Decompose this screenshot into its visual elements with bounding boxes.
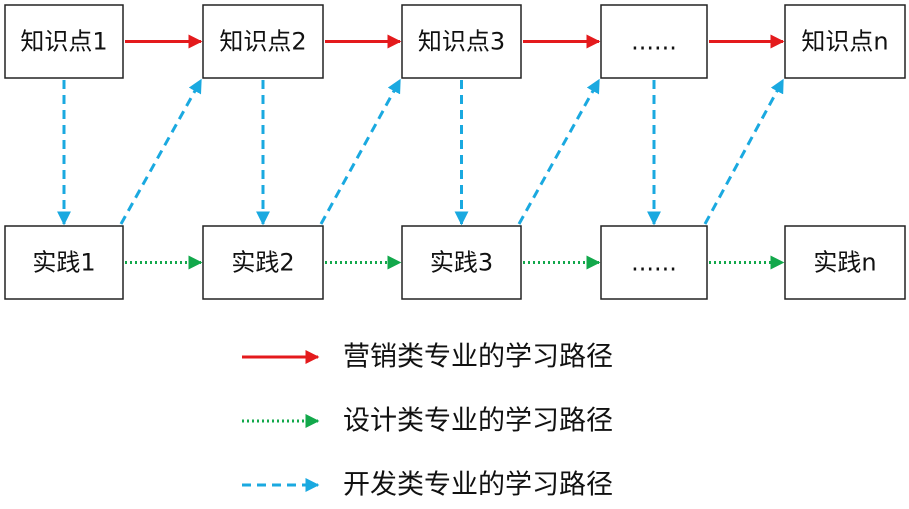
practice-node-3-box bbox=[401, 225, 522, 300]
practice-node-2-label: 实践2 bbox=[231, 249, 294, 277]
practice-node-2: 实践2 bbox=[202, 225, 324, 300]
knowledge-node-2: 知识点2 bbox=[202, 4, 324, 79]
knowledge-node-4-box bbox=[600, 4, 708, 79]
knowledge-node-2-label: 知识点2 bbox=[219, 28, 306, 56]
development-path-diagonal-arrow-2 bbox=[319, 78, 402, 225]
nodes-layer: 知识点1 知识点2 知识点3...... 知识点n 实践1 实践2 实践3...... 实践n bbox=[4, 4, 906, 300]
practice-node-5-box bbox=[784, 225, 906, 300]
knowledge-node-3: 知识点3 bbox=[401, 4, 522, 79]
knowledge-node-4-label: ...... bbox=[631, 28, 677, 56]
practice-node-1: 实践1 bbox=[4, 225, 124, 300]
legend-item-3: 开发类专业的学习路径 bbox=[242, 470, 613, 501]
knowledge-node-2-box bbox=[202, 4, 324, 79]
practice-node-1-label: 实践1 bbox=[32, 249, 95, 277]
legend-item-2: 设计类专业的学习路径 bbox=[242, 406, 613, 437]
knowledge-node-4: ...... bbox=[600, 4, 708, 79]
knowledge-node-1-box bbox=[4, 4, 124, 79]
practice-node-5-label: 实践n bbox=[813, 249, 876, 277]
development-path-diagonal-arrow-4 bbox=[703, 78, 785, 225]
practice-node-4-box bbox=[600, 225, 708, 300]
legend-label-2: 设计类专业的学习路径 bbox=[343, 406, 613, 437]
knowledge-node-3-box bbox=[401, 4, 522, 79]
legend-item-1: 营销类专业的学习路径 bbox=[242, 342, 613, 373]
development-path-diagonal-arrow-3 bbox=[517, 78, 601, 225]
legend-label-3: 开发类专业的学习路径 bbox=[343, 470, 613, 501]
practice-node-2-box bbox=[202, 225, 324, 300]
development-path-diagonal-arrow-1 bbox=[119, 78, 203, 225]
practice-node-5: 实践n bbox=[784, 225, 906, 300]
knowledge-node-5-label: 知识点n bbox=[801, 28, 888, 56]
practice-node-4: ...... bbox=[600, 225, 708, 300]
knowledge-node-5-box bbox=[784, 4, 906, 79]
practice-node-3-label: 实践3 bbox=[430, 249, 493, 277]
practice-node-3: 实践3 bbox=[401, 225, 522, 300]
knowledge-node-1-label: 知识点1 bbox=[20, 28, 107, 56]
knowledge-node-1: 知识点1 bbox=[4, 4, 124, 79]
practice-node-1-box bbox=[4, 225, 124, 300]
edges-layer bbox=[57, 34, 785, 270]
knowledge-node-3-label: 知识点3 bbox=[418, 28, 505, 56]
legend-label-1: 营销类专业的学习路径 bbox=[343, 342, 613, 373]
knowledge-node-5: 知识点n bbox=[784, 4, 906, 79]
practice-node-4-label: ...... bbox=[631, 249, 677, 277]
